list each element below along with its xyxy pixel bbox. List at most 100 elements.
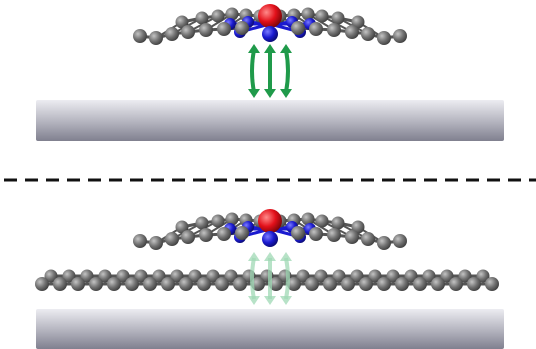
arrow-head-up bbox=[264, 44, 276, 53]
carbon-atom bbox=[345, 230, 359, 244]
carbon-atom bbox=[175, 15, 189, 29]
carbon-atom bbox=[440, 269, 454, 283]
carbon-atom bbox=[225, 212, 239, 226]
carbon-atom bbox=[143, 277, 157, 291]
carbon-atom bbox=[458, 269, 472, 283]
metal-atom bbox=[258, 209, 282, 233]
carbon-atom bbox=[327, 23, 341, 37]
carbon-atom bbox=[195, 11, 209, 25]
carbon-atom bbox=[291, 226, 305, 240]
arrow-head-down bbox=[248, 89, 260, 98]
carbon-atom bbox=[89, 277, 103, 291]
carbon-atom bbox=[161, 277, 175, 291]
carbon-atom bbox=[359, 277, 373, 291]
carbon-atom bbox=[199, 23, 213, 37]
panel-direct-adsorption bbox=[36, 4, 504, 141]
arrow-head-up bbox=[264, 252, 276, 261]
carbon-atom bbox=[98, 269, 112, 283]
carbon-atom bbox=[331, 11, 345, 25]
carbon-atom bbox=[377, 31, 391, 45]
carbon-atom bbox=[309, 22, 323, 36]
arrow-head-up bbox=[280, 252, 292, 261]
arrow-head-down bbox=[264, 296, 276, 305]
graphene-layer bbox=[35, 269, 499, 291]
interaction-arrow bbox=[250, 49, 256, 93]
carbon-atom bbox=[301, 212, 315, 226]
carbon-atom bbox=[395, 277, 409, 291]
carbon-atom bbox=[296, 269, 310, 283]
interaction-arrow bbox=[284, 257, 290, 300]
carbon-atom bbox=[386, 269, 400, 283]
carbon-atom bbox=[393, 29, 407, 43]
carbon-atom bbox=[431, 277, 445, 291]
carbon-atom bbox=[53, 277, 67, 291]
carbon-atom bbox=[225, 7, 239, 21]
carbon-atom bbox=[175, 220, 189, 234]
carbon-atom bbox=[179, 277, 193, 291]
carbon-atom bbox=[80, 269, 94, 283]
carbon-atom bbox=[350, 269, 364, 283]
arrow-head-up bbox=[280, 44, 292, 53]
carbon-atom bbox=[314, 269, 328, 283]
carbon-atom bbox=[422, 269, 436, 283]
carbon-atom bbox=[332, 269, 346, 283]
carbon-atom bbox=[181, 230, 195, 244]
carbon-atom bbox=[152, 269, 166, 283]
arrow-head-down bbox=[264, 89, 276, 98]
carbon-atom bbox=[351, 220, 365, 234]
arrow-head-up bbox=[248, 44, 260, 53]
carbon-atom bbox=[485, 277, 499, 291]
carbon-atom bbox=[449, 277, 463, 291]
carbon-atom bbox=[315, 214, 329, 228]
carbon-atom bbox=[125, 277, 139, 291]
interaction-arrow bbox=[250, 257, 256, 300]
carbon-atom bbox=[233, 277, 247, 291]
arrow-head-down bbox=[248, 296, 260, 305]
arrow-head-up bbox=[248, 252, 260, 261]
arrow-head-down bbox=[280, 296, 292, 305]
carbon-atom bbox=[327, 228, 341, 242]
carbon-atom bbox=[165, 27, 179, 41]
interaction-arrows-strong bbox=[248, 44, 292, 98]
carbon-atom bbox=[149, 31, 163, 45]
carbon-atom bbox=[71, 277, 85, 291]
carbon-atom bbox=[215, 277, 229, 291]
carbon-atom bbox=[206, 269, 220, 283]
carbon-atom bbox=[377, 236, 391, 250]
carbon-atom bbox=[197, 277, 211, 291]
carbon-atom bbox=[235, 21, 249, 35]
porphyrin-molecule-top bbox=[133, 4, 407, 45]
carbon-atom bbox=[134, 269, 148, 283]
carbon-atom bbox=[44, 269, 58, 283]
carbon-atom bbox=[351, 15, 365, 29]
carbon-atom bbox=[235, 226, 249, 240]
carbon-atom bbox=[315, 9, 329, 23]
carbon-atom bbox=[287, 277, 301, 291]
carbon-atom bbox=[323, 277, 337, 291]
carbon-atom bbox=[476, 269, 490, 283]
carbon-atom bbox=[217, 22, 231, 36]
carbon-atom bbox=[309, 227, 323, 241]
carbon-atom bbox=[211, 214, 225, 228]
carbon-atom bbox=[251, 277, 265, 291]
carbon-atom bbox=[368, 269, 382, 283]
carbon-atom bbox=[195, 216, 209, 230]
carbon-atom bbox=[149, 236, 163, 250]
carbon-atom bbox=[170, 269, 184, 283]
porphyrin-molecule-bottom bbox=[133, 209, 407, 250]
arrow-head-down bbox=[280, 89, 292, 98]
carbon-atom bbox=[133, 29, 147, 43]
carbon-atom bbox=[345, 25, 359, 39]
carbon-atom bbox=[199, 228, 213, 242]
panel-decoupled-adsorption bbox=[35, 209, 504, 349]
carbon-atom bbox=[211, 9, 225, 23]
carbon-atom bbox=[165, 232, 179, 246]
carbon-atom bbox=[217, 227, 231, 241]
nitrogen-atom bbox=[262, 26, 278, 42]
carbon-atom bbox=[305, 277, 319, 291]
carbon-atom bbox=[116, 269, 130, 283]
interaction-arrow bbox=[284, 49, 290, 93]
carbon-atom bbox=[393, 234, 407, 248]
nitrogen-atom bbox=[262, 231, 278, 247]
